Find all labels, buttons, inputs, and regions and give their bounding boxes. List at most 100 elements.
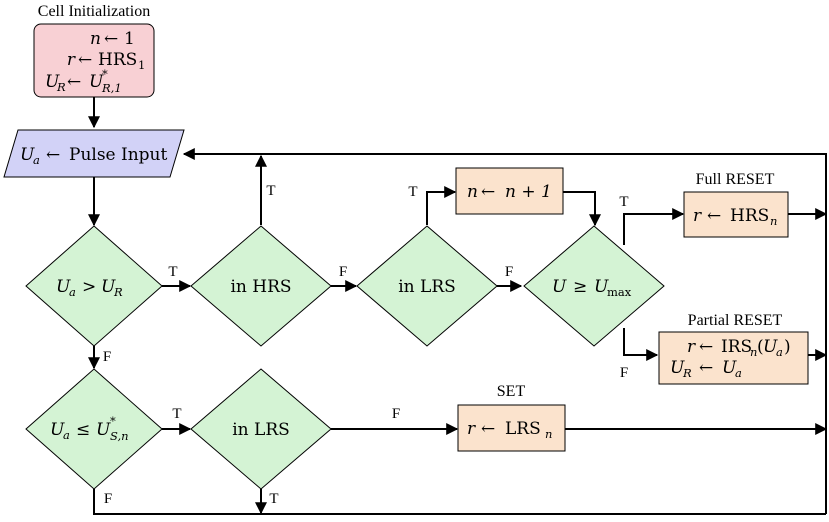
decision-u-ge-umax-text: U ≥ U max [552, 277, 632, 299]
svg-text:U: U [96, 420, 111, 440]
label-d6-false: F [392, 406, 400, 422]
svg-text:HRS: HRS [730, 206, 769, 226]
full-reset-box [683, 191, 789, 238]
svg-text:U: U [594, 277, 609, 297]
label-d2-true: T [266, 183, 275, 199]
edge-d3-to-inc [426, 186, 457, 225]
svg-text:←: ← [699, 337, 713, 357]
decision-ua-le-usn-text: U a ≤ U * S,n [50, 414, 129, 443]
partial-reset-title: Partial RESET [688, 312, 783, 329]
edge-inc-to-d4 [563, 191, 601, 227]
decision-ua-le-usn [25, 368, 163, 490]
svg-text:(: ( [757, 337, 764, 357]
svg-text:U: U [722, 358, 737, 378]
init-box [33, 23, 155, 98]
full-reset-title: Full RESET [696, 171, 775, 188]
label-d3-true: T [408, 184, 417, 200]
svg-text:max: max [607, 285, 632, 299]
partial-reset-line-1: r ← IRS n ( U a ) [687, 337, 791, 359]
svg-text:r: r [693, 206, 702, 226]
edges [88, 97, 828, 515]
edge-loop-back-to-pulse [182, 148, 827, 514]
svg-text:R: R [113, 285, 123, 299]
label-d6-true: T [269, 491, 278, 507]
init-line-1: n ← 1 [90, 29, 135, 49]
svg-text:HRS: HRS [98, 50, 137, 70]
increment-box [455, 167, 564, 215]
init-line-3: U R ← U * R,1 [45, 67, 122, 95]
decision-in-lrs-top [356, 225, 498, 347]
svg-text:U: U [56, 277, 71, 297]
svg-text:1: 1 [138, 58, 145, 72]
svg-text:U: U [670, 358, 685, 378]
label-d2-false: F [339, 264, 347, 280]
full-reset-text: r ← HRS n [693, 206, 777, 228]
edge-d4-to-partial-reset [623, 328, 659, 361]
svg-text:S,n: S,n [110, 429, 129, 443]
svg-text:U: U [101, 277, 116, 297]
svg-text:n: n [770, 214, 777, 228]
label-d5-false: F [104, 491, 112, 507]
svg-text:a: a [63, 428, 70, 442]
svg-text:←: ← [707, 206, 721, 226]
svg-text:U: U [89, 72, 104, 92]
init-line-2: r ← HRS 1 [67, 50, 145, 72]
decision-ua-gt-ur-text: U a > U R [56, 277, 123, 299]
decision-in-lrs-top-text: in LRS [398, 277, 456, 297]
svg-text:n: n [90, 29, 101, 49]
svg-text:U: U [45, 72, 60, 92]
svg-text:*: * [102, 67, 108, 81]
edge-d5-to-bottom-bus [93, 489, 826, 515]
svg-text:←: ← [67, 72, 81, 92]
decision-in-lrs-bottom-text: in LRS [232, 420, 290, 440]
label-d1-false: F [103, 349, 111, 365]
svg-text:R,1: R,1 [101, 81, 122, 95]
svg-text:R: R [56, 80, 66, 94]
svg-text:a: a [735, 366, 742, 380]
set-box [457, 404, 566, 452]
label-d1-true: T [168, 264, 177, 280]
label-d4-true: T [619, 194, 628, 210]
partial-reset-box [658, 331, 809, 385]
svg-text:*: * [110, 414, 116, 428]
svg-text:r: r [687, 337, 696, 357]
svg-text:U: U [20, 145, 35, 165]
svg-text:): ) [784, 337, 791, 357]
pulse-input-box [3, 129, 185, 178]
decision-in-lrs-bottom [190, 368, 332, 490]
label-d5-true: T [172, 406, 181, 422]
init-title: Cell Initialization [38, 3, 150, 20]
svg-text:r: r [467, 419, 476, 439]
svg-text:IRS: IRS [721, 337, 752, 357]
svg-text:n: n [545, 427, 552, 441]
svg-text:U: U [763, 337, 778, 357]
svg-text:U: U [552, 277, 567, 297]
svg-text:Pulse Input: Pulse Input [69, 145, 168, 165]
decision-u-ge-umax [523, 225, 665, 347]
svg-text:n: n [750, 345, 757, 359]
svg-text:←: ← [699, 358, 713, 378]
svg-text:←: ← [481, 182, 495, 202]
decision-in-hrs [190, 225, 332, 347]
svg-text:←: ← [46, 145, 60, 165]
svg-text:a: a [776, 345, 783, 359]
decision-ua-gt-ur [25, 225, 163, 347]
svg-text:a: a [69, 285, 76, 299]
svg-text:>: > [82, 277, 96, 297]
svg-text:←: ← [78, 50, 92, 70]
pulse-input-text: U a ← Pulse Input [20, 145, 168, 167]
svg-text:U: U [50, 420, 65, 440]
svg-text:LRS: LRS [505, 419, 541, 439]
svg-text:n: n [467, 182, 478, 202]
svg-text:1: 1 [124, 29, 135, 49]
svg-text:≥: ≥ [573, 277, 587, 297]
svg-text:n + 1: n + 1 [505, 182, 552, 202]
branch-labels: T T F T F T F F T F F T [103, 183, 629, 507]
svg-text:R: R [682, 366, 692, 380]
svg-text:←: ← [481, 419, 495, 439]
svg-text:←: ← [104, 29, 118, 49]
partial-reset-line-2: U R ← U a [670, 358, 742, 380]
set-title: SET [497, 383, 526, 400]
